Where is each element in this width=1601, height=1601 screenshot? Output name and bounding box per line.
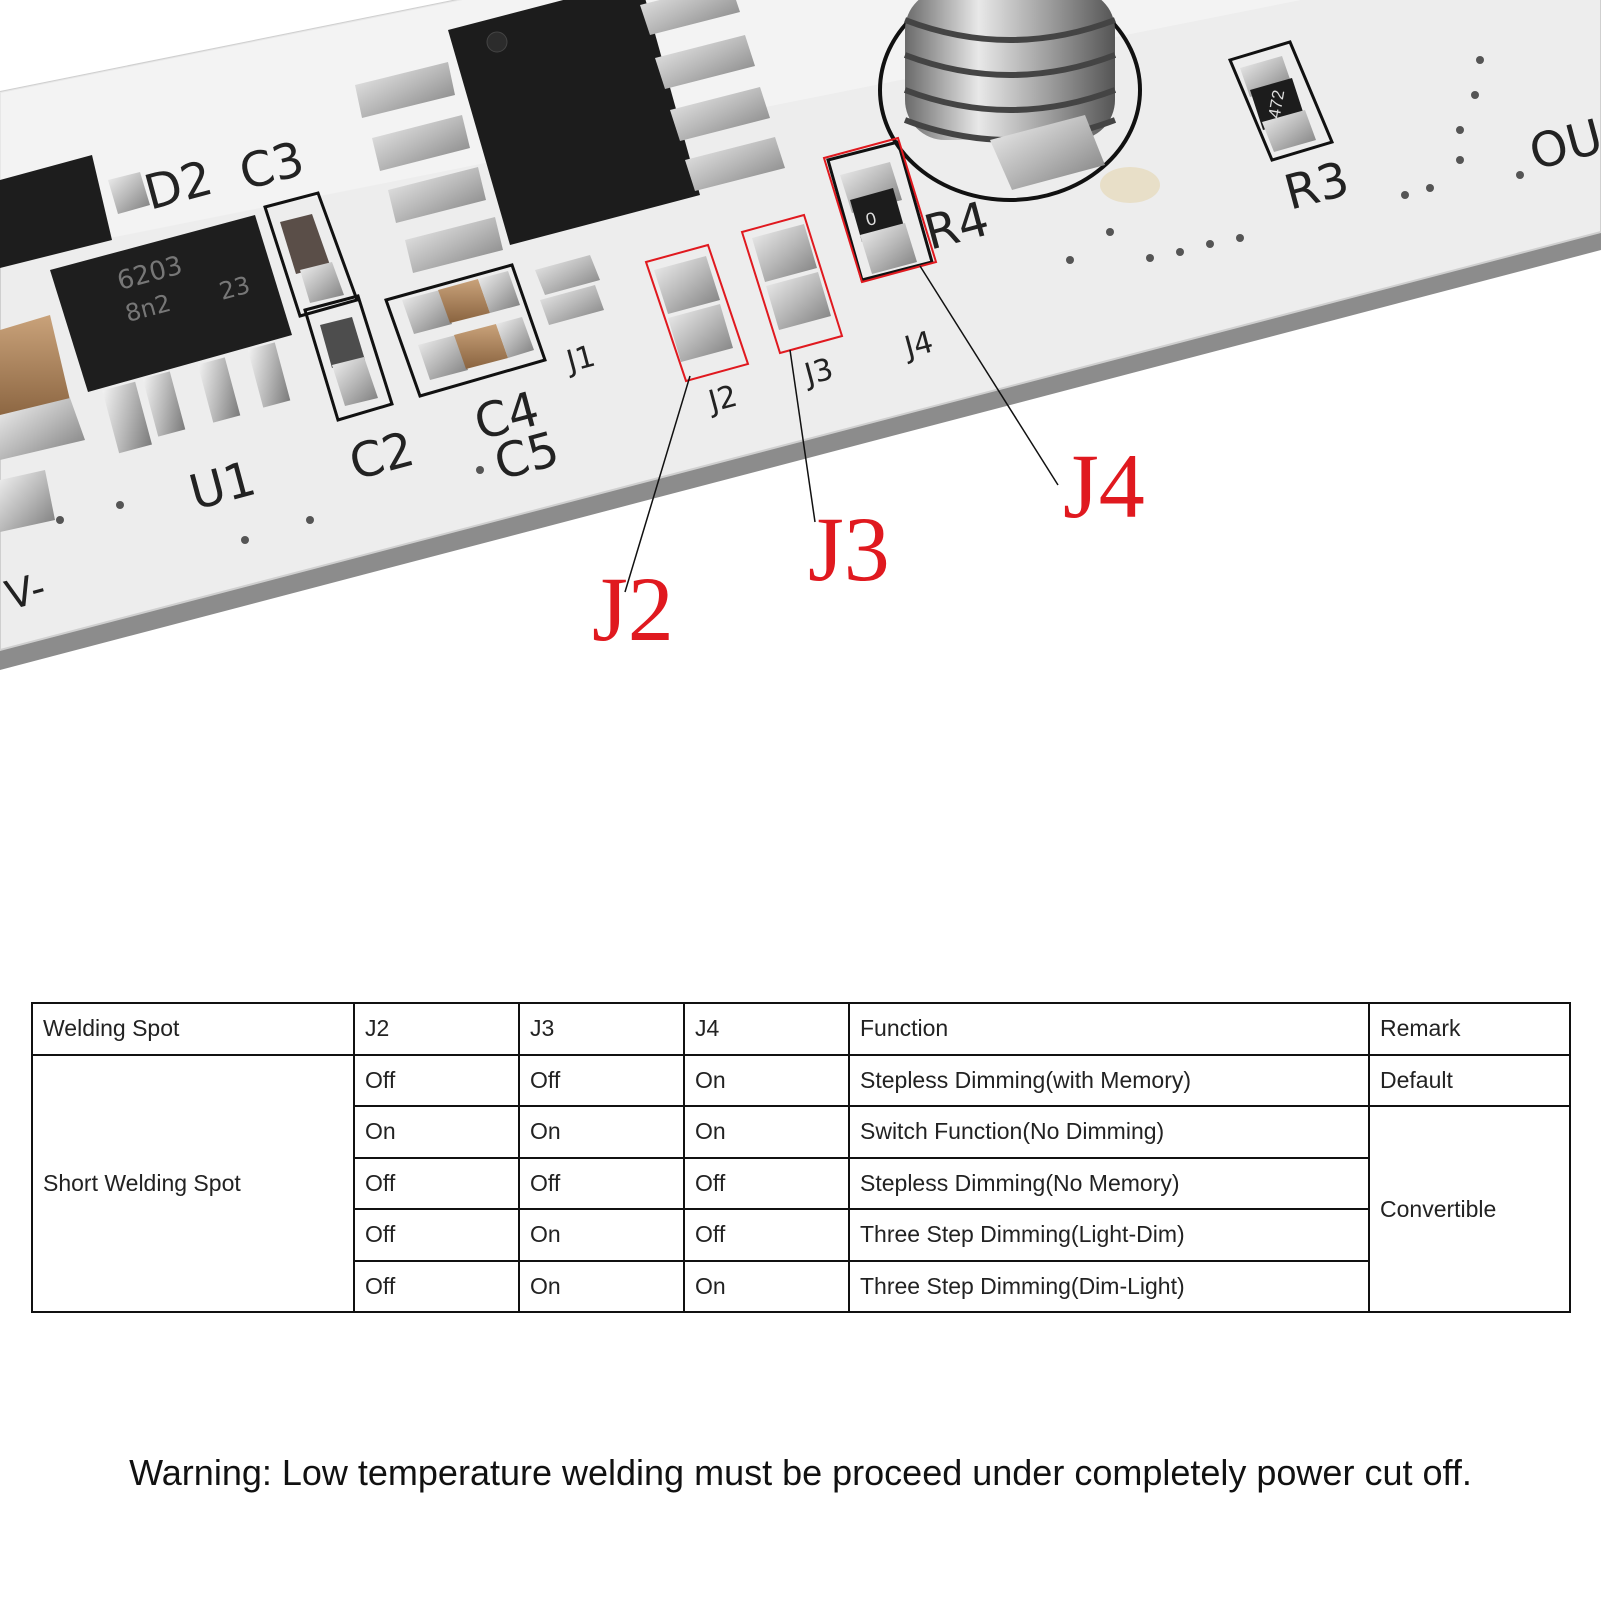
cell-remark-default: Default bbox=[1368, 1053, 1571, 1107]
j3-leader-line bbox=[789, 349, 816, 523]
table-row: On On On Switch Function(No Dimming) Con… bbox=[32, 1105, 1571, 1313]
cell-function: Stepless Dimming(No Memory) bbox=[848, 1156, 1370, 1210]
capacitor-c3 bbox=[263, 191, 359, 318]
chip-soic8 bbox=[355, 0, 785, 273]
cell-j4: On bbox=[683, 1053, 850, 1107]
cell-j3: Off bbox=[518, 1053, 685, 1107]
resistor-r4: 0 bbox=[826, 140, 934, 282]
table-row: Off On Off Three Step Dimming(Light-Dim) bbox=[32, 1208, 1570, 1262]
table-row: Off Off Off Stepless Dimming(No Memory) bbox=[32, 1156, 1570, 1210]
diode-d2 bbox=[0, 155, 150, 268]
jumper-j2-pads bbox=[654, 256, 733, 362]
table-row: Short Welding Spot Off Off On Stepless D… bbox=[31, 1053, 1571, 1313]
cell-j3: On bbox=[518, 1208, 685, 1262]
jumper-j1-pads bbox=[535, 255, 604, 325]
pcb-board-edge bbox=[0, 232, 1601, 670]
header-welding-spot: Welding Spot bbox=[31, 1002, 355, 1056]
cell-j4: On bbox=[683, 1259, 850, 1313]
j4-highlight-box bbox=[822, 136, 938, 284]
cell-function: Three Step Dimming(Light-Dim) bbox=[848, 1208, 1370, 1262]
capacitor-left bbox=[0, 315, 70, 420]
capacitor-c4-c5 bbox=[384, 263, 547, 398]
capacitor-c2 bbox=[303, 294, 394, 422]
cell-remark-convertible: Convertible bbox=[1368, 1105, 1571, 1313]
welding-spot-table: Welding Spot J2 J3 J4 Function Remark Sh… bbox=[31, 1002, 1571, 1313]
j2-leader-line bbox=[624, 375, 691, 593]
cell-function: Three Step Dimming(Dim-Light) bbox=[848, 1259, 1370, 1313]
callout-j4: J4 bbox=[1063, 435, 1145, 537]
resistor-r4-code: 0 bbox=[864, 208, 879, 230]
warning-text: Warning: Low temperature welding must be… bbox=[129, 1452, 1472, 1493]
cell-function: Switch Function(No Dimming) bbox=[848, 1105, 1370, 1159]
cell-j4: Off bbox=[683, 1208, 850, 1262]
cell-j3: On bbox=[518, 1105, 685, 1159]
cell-j4: Off bbox=[683, 1156, 850, 1210]
header-j3: J3 bbox=[518, 1002, 685, 1056]
callout-j2: J2 bbox=[592, 558, 674, 660]
chip-u1 bbox=[50, 215, 292, 454]
cell-j3: On bbox=[518, 1259, 685, 1313]
callout-layer: J2 J3 J4 bbox=[592, 136, 1145, 660]
cell-j4: On bbox=[683, 1105, 850, 1159]
callout-j3: J3 bbox=[808, 498, 890, 600]
cell-j2: Off bbox=[353, 1053, 520, 1107]
group-label-cell: Short Welding Spot bbox=[31, 1053, 355, 1313]
table-header-row: Welding Spot J2 J3 J4 Function Remark bbox=[31, 1002, 1571, 1056]
table-row: Off On On Three Step Dimming(Dim-Light) bbox=[32, 1259, 1570, 1313]
cell-function: Stepless Dimming(with Memory) bbox=[848, 1053, 1370, 1107]
cell-j3: Off bbox=[518, 1156, 685, 1210]
header-j4: J4 bbox=[683, 1002, 850, 1056]
pcb-photo: 0 472 D2 C3 U1 C2 C4 C5 J1 J2 J3 J4 R4 R… bbox=[0, 0, 1601, 670]
j2-highlight-box bbox=[644, 243, 750, 383]
jumper-j3-pads bbox=[752, 224, 831, 330]
header-function: Function bbox=[848, 1002, 1370, 1056]
cell-j2: On bbox=[353, 1105, 520, 1159]
touch-spring bbox=[878, 0, 1160, 203]
cell-j2: Off bbox=[353, 1208, 520, 1262]
header-remark: Remark bbox=[1368, 1002, 1571, 1056]
j3-highlight-box bbox=[740, 213, 844, 355]
cell-j2: Off bbox=[353, 1259, 520, 1313]
resistor-r3-code: 472 bbox=[1265, 88, 1289, 119]
resistor-r3: 472 bbox=[1227, 40, 1335, 162]
cell-j2: Off bbox=[353, 1156, 520, 1210]
j4-leader-line bbox=[919, 265, 1059, 486]
header-j2: J2 bbox=[353, 1002, 520, 1056]
